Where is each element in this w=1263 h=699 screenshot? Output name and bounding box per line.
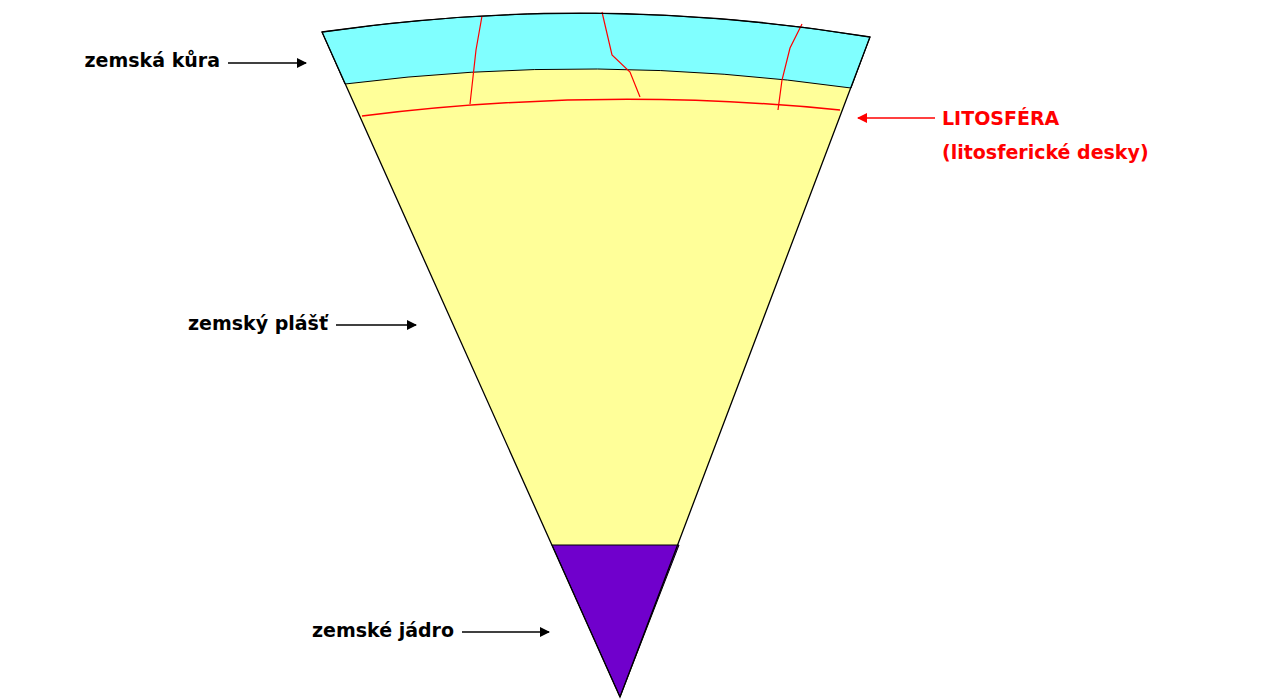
- leader-arrow: [462, 631, 549, 633]
- crust-layer: [322, 13, 870, 88]
- leader-arrow: [858, 117, 935, 119]
- plate-crack: [778, 24, 802, 110]
- mantle-layer: [322, 13, 870, 697]
- plate-crack: [602, 12, 640, 97]
- leader-arrow: [228, 62, 306, 64]
- wedge-outline: [322, 13, 870, 697]
- layer-label: zemský plášť: [188, 311, 328, 335]
- layer-label: LITOSFÉRA: [942, 106, 1059, 130]
- layer-label: zemské jádro: [312, 618, 454, 642]
- core-layer: [552, 545, 679, 697]
- lithosphere-boundary: [362, 99, 840, 116]
- leader-arrow: [336, 324, 416, 326]
- plate-crack: [470, 16, 482, 104]
- layer-note: (litosferické desky): [942, 140, 1149, 164]
- layer-label: zemská kůra: [85, 48, 220, 72]
